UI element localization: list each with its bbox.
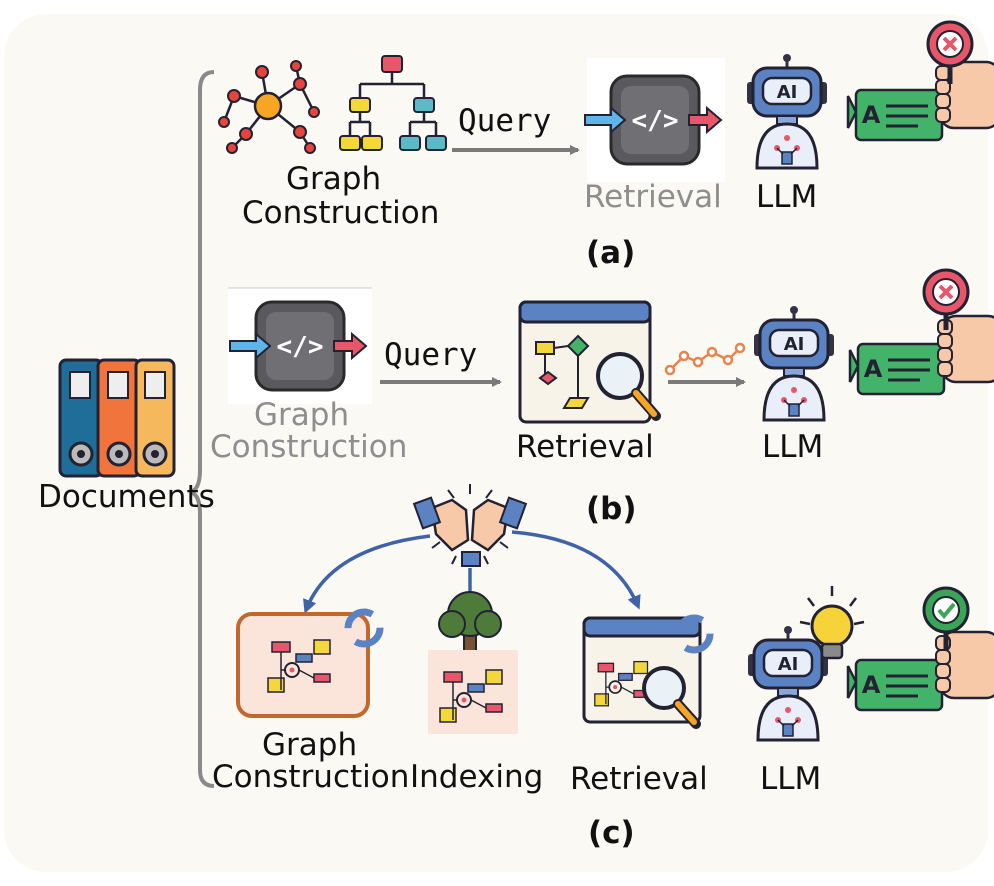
llm-label-a: LLM [756, 179, 818, 215]
wrong-mark-icon-b [922, 268, 970, 330]
correct-mark-icon-c [922, 586, 970, 650]
documents-brace [189, 70, 215, 788]
graph-construction-label-b-line2: Construction [210, 429, 408, 465]
documents-label: Documents [38, 479, 215, 515]
collaboration-handshake-icon [412, 484, 528, 567]
answer-card-a: A [846, 60, 994, 142]
robot-icon-a: AI [745, 52, 829, 170]
robot-icon-b: AI [752, 304, 836, 422]
graph-construction-code-icon-b: </> [228, 287, 372, 404]
svg-text:AI: AI [778, 654, 799, 675]
retrieval-label-a: Retrieval [584, 179, 722, 215]
retrieval-label-c: Retrieval [570, 761, 708, 797]
query-label-a: Query [458, 103, 552, 139]
svg-text:A: A [862, 101, 881, 129]
robot-icon-c: AI [746, 624, 830, 742]
llm-label-c: LLM [760, 761, 822, 797]
path-trace-icon-b [664, 342, 746, 376]
retrieval-code-icon-a: </> [583, 58, 725, 182]
retrieval-search-window-icon-b [518, 300, 661, 424]
query-label-b: Query [384, 337, 478, 373]
graph-construction-box-c [236, 612, 370, 718]
caption-b: (b) [586, 491, 637, 527]
hierarchy-tree-icon [339, 55, 447, 151]
graph-construction-label-c-line1: Graph [262, 727, 358, 763]
graph-construction-label-a-line1: Graph [286, 161, 382, 197]
svg-text:A: A [862, 671, 881, 699]
retrieval-search-window-icon-c [582, 616, 702, 729]
graph-construction-label-a-line2: Construction [242, 195, 440, 231]
wrong-mark-icon-a [926, 20, 974, 84]
flow-arrow-to-retrieval-c [511, 530, 641, 610]
flow-arrow-to-graph-construction-c [303, 534, 431, 614]
indexing-label-c: Indexing [410, 759, 544, 795]
caption-a: (a) [586, 235, 636, 271]
answer-card-c: A [846, 630, 994, 712]
llm-label-b: LLM [762, 429, 824, 465]
svg-text:AI: AI [777, 82, 798, 103]
graph-construction-label-c-line2: Construction [212, 759, 410, 795]
graph-construction-label-b-line1: Graph [254, 397, 350, 433]
lightbulb-icon-c [799, 586, 865, 660]
svg-text:AI: AI [784, 334, 805, 355]
svg-text:A: A [864, 355, 883, 383]
answer-card-b: A [848, 314, 994, 396]
retrieval-label-b: Retrieval [516, 429, 654, 465]
caption-c: (c) [588, 815, 635, 851]
svg-text:</>: </> [277, 332, 324, 362]
graph-network-icon [218, 60, 320, 154]
svg-text:</>: </> [632, 106, 679, 136]
documents-binders-icon [58, 358, 176, 478]
indexing-tree-icon-c [428, 591, 518, 734]
